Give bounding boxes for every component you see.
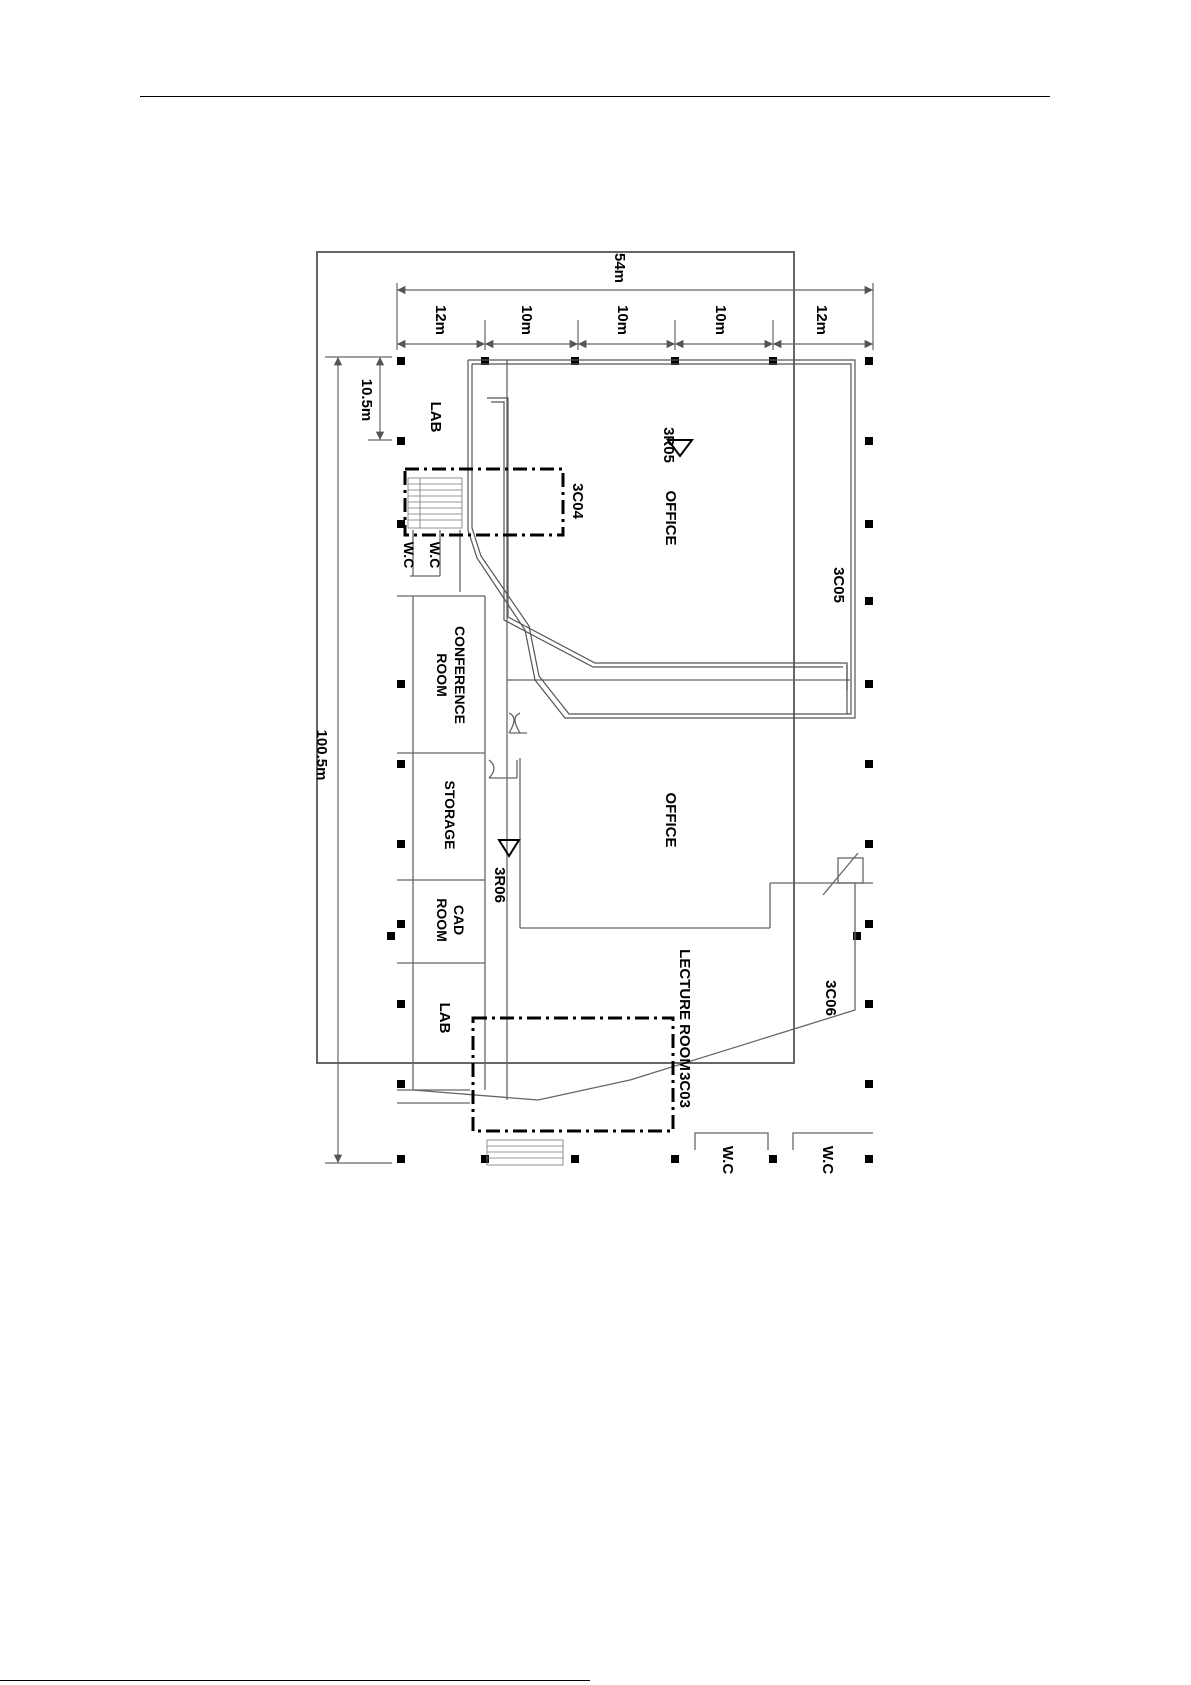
- staircase-top: [408, 478, 462, 528]
- site-boundary: [317, 252, 794, 1063]
- staircase-bottom: [487, 1140, 563, 1165]
- room-lab-bottom: LAB: [436, 1003, 453, 1034]
- dim-total-width: 54m: [611, 253, 628, 283]
- room-wc-bottom-2: W.C: [819, 1146, 836, 1174]
- marker-3c05: 3C05: [830, 567, 847, 603]
- dim-bay-5: 12m: [813, 305, 830, 335]
- room-storage: STORAGE: [442, 781, 458, 850]
- marker-3r05: 3R05: [660, 427, 677, 463]
- dim-bay-4: 10m: [712, 305, 729, 335]
- dim-bay-1: 12m: [432, 305, 449, 335]
- marker-3r06: 3R06: [491, 867, 508, 903]
- dim-first-row: 10.5m: [358, 379, 375, 422]
- dimension-lines: [325, 283, 873, 1163]
- room-conference-l2: ROOM: [434, 653, 450, 697]
- room-office-mid: OFFICE: [662, 793, 679, 848]
- room-wc-bottom-1: W.C: [719, 1146, 736, 1174]
- zone-3c03: [473, 1018, 673, 1131]
- marker-3c04: 3C04: [569, 483, 586, 520]
- room-conference-l1: CONFERENCE: [452, 626, 468, 724]
- room-wc-1: W.C: [401, 542, 417, 568]
- dim-bay-3: 10m: [614, 305, 631, 335]
- room-cad-l2: ROOM: [434, 898, 450, 942]
- room-lab-top: LAB: [427, 402, 444, 433]
- room-wc-2: W.C: [427, 542, 443, 568]
- highlight-route: [468, 360, 855, 718]
- triangle-marker-3r06: [499, 840, 519, 856]
- dim-bay-2: 10m: [518, 305, 535, 335]
- dim-total-length: 100.5m: [313, 730, 330, 781]
- room-cad-l1: CAD: [451, 905, 467, 935]
- marker-3c03: 3C03: [676, 1072, 693, 1108]
- room-lecture: LECTURE ROOM: [676, 949, 693, 1071]
- footer-rule: [0, 1680, 590, 1681]
- room-office-top: OFFICE: [662, 491, 679, 546]
- marker-3c06: 3C06: [822, 980, 839, 1016]
